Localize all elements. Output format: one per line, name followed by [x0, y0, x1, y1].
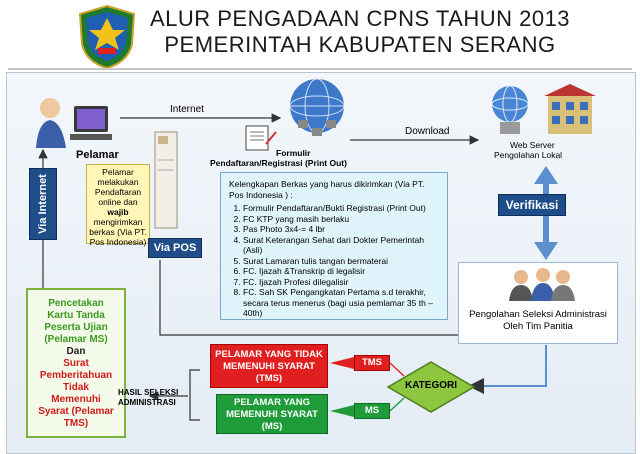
arrow-to-kategori	[468, 345, 547, 394]
header: ALUR PENGADAAN CPNS TAHUN 2013 PEMERINTA…	[0, 0, 640, 70]
kelengkapan-item: FC KTP yang masih berlaku	[243, 214, 439, 225]
ms-badge: MS	[354, 403, 390, 419]
pelamar-note: Pelamar melakukan Pendaftaran online dan…	[86, 164, 150, 247]
kelengkapan-item: Formulir Pendaftaran/Bukti Registrasi (P…	[243, 203, 439, 214]
arrow-verifikasi-up	[534, 166, 558, 184]
pencetakan-kartu-box: Pencetakan Kartu Tanda Peserta Ujian (Pe…	[26, 288, 126, 438]
kelengkapan-item: Surat Keterangan Sehat dari Dokter Pemer…	[243, 235, 439, 256]
arrow-verifikasi-down	[534, 242, 558, 260]
verifikasi-badge: Verifikasi	[498, 194, 566, 216]
pelamar-ms-box: PELAMAR YANG MEMENUHI SYARAT (MS)	[216, 394, 328, 434]
page-title-line-2: PEMERINTAH KABUPATEN SERANG	[164, 32, 556, 57]
page-title-line-1: ALUR PENGADAAN CPNS TAHUN 2013	[149, 6, 571, 31]
globe-icon	[289, 78, 345, 136]
arrow-ms	[330, 405, 354, 417]
via-internet-badge: Via Internet	[29, 168, 57, 240]
header-divider	[8, 68, 632, 70]
pengolahan-seleksi-box: Pengolahan Seleksi Administrasi Oleh Tim…	[458, 262, 618, 344]
formulir-label-line-1: Formulir	[276, 148, 311, 158]
via-pos-badge: Via POS	[148, 238, 202, 258]
pelamar-label: Pelamar	[76, 149, 119, 161]
envelope-icon	[154, 131, 178, 229]
formulir-label-line-2: Pendaftaran/Registrasi (Print Out)	[210, 158, 347, 168]
arrow-tms	[330, 357, 354, 369]
web-server-label-line-2: Pengolahan Lokal	[494, 150, 563, 160]
hasil-seleksi-label-line-1: HASIL SELEKSI	[118, 388, 179, 397]
pelamar-tms-box: PELAMAR YANG TIDAK MEMENUHI SYARAT (TMS)	[210, 344, 328, 388]
download-label: Download	[405, 126, 450, 137]
kelengkapan-item: Pas Photo 3x4-= 4 lbr	[243, 224, 439, 235]
kategori-diamond	[386, 361, 476, 413]
kategori-label: KATEGORI	[404, 380, 458, 391]
kelengkapan-item: FC. Ijazah &Transkrip di legalisir	[243, 266, 439, 277]
hasil-seleksi-label-line-2: ADMINISTRASI	[118, 398, 176, 407]
pengolahan-label-line-1: Pengolahan Seleksi Administrasi	[469, 309, 607, 320]
kelengkapan-list: Formulir Pendaftaran/Bukti Registrasi (P…	[229, 203, 439, 319]
pengolahan-label-line-2: Oleh Tim Panitia	[503, 321, 573, 332]
kelengkapan-berkas-box: Kelengkapan Berkas yang harus dikirimkan…	[220, 172, 448, 320]
web-server-label-line-1: Web Server	[510, 140, 555, 150]
formulir-document-icon	[245, 125, 277, 151]
kelengkapan-item: FC. Ijazah Profesi dilegalisir	[243, 277, 439, 288]
tms-badge: TMS	[354, 355, 390, 371]
arrow-via-pos	[159, 260, 470, 340]
web-server-icon	[491, 84, 596, 134]
kelengkapan-heading: Kelengkapan Berkas yang harus dikirimkan…	[229, 179, 425, 200]
hasil-bracket	[189, 369, 200, 421]
pelamar-computer-icon	[36, 98, 112, 148]
kelengkapan-item: FC. Sah SK Pengangkatan Pertama s.d tera…	[243, 287, 439, 319]
kelengkapan-item: Surat Lamaran tulis tangan bermaterai	[243, 256, 439, 267]
internet-label: Internet	[170, 104, 204, 115]
tim-panitia-icon	[509, 268, 575, 301]
